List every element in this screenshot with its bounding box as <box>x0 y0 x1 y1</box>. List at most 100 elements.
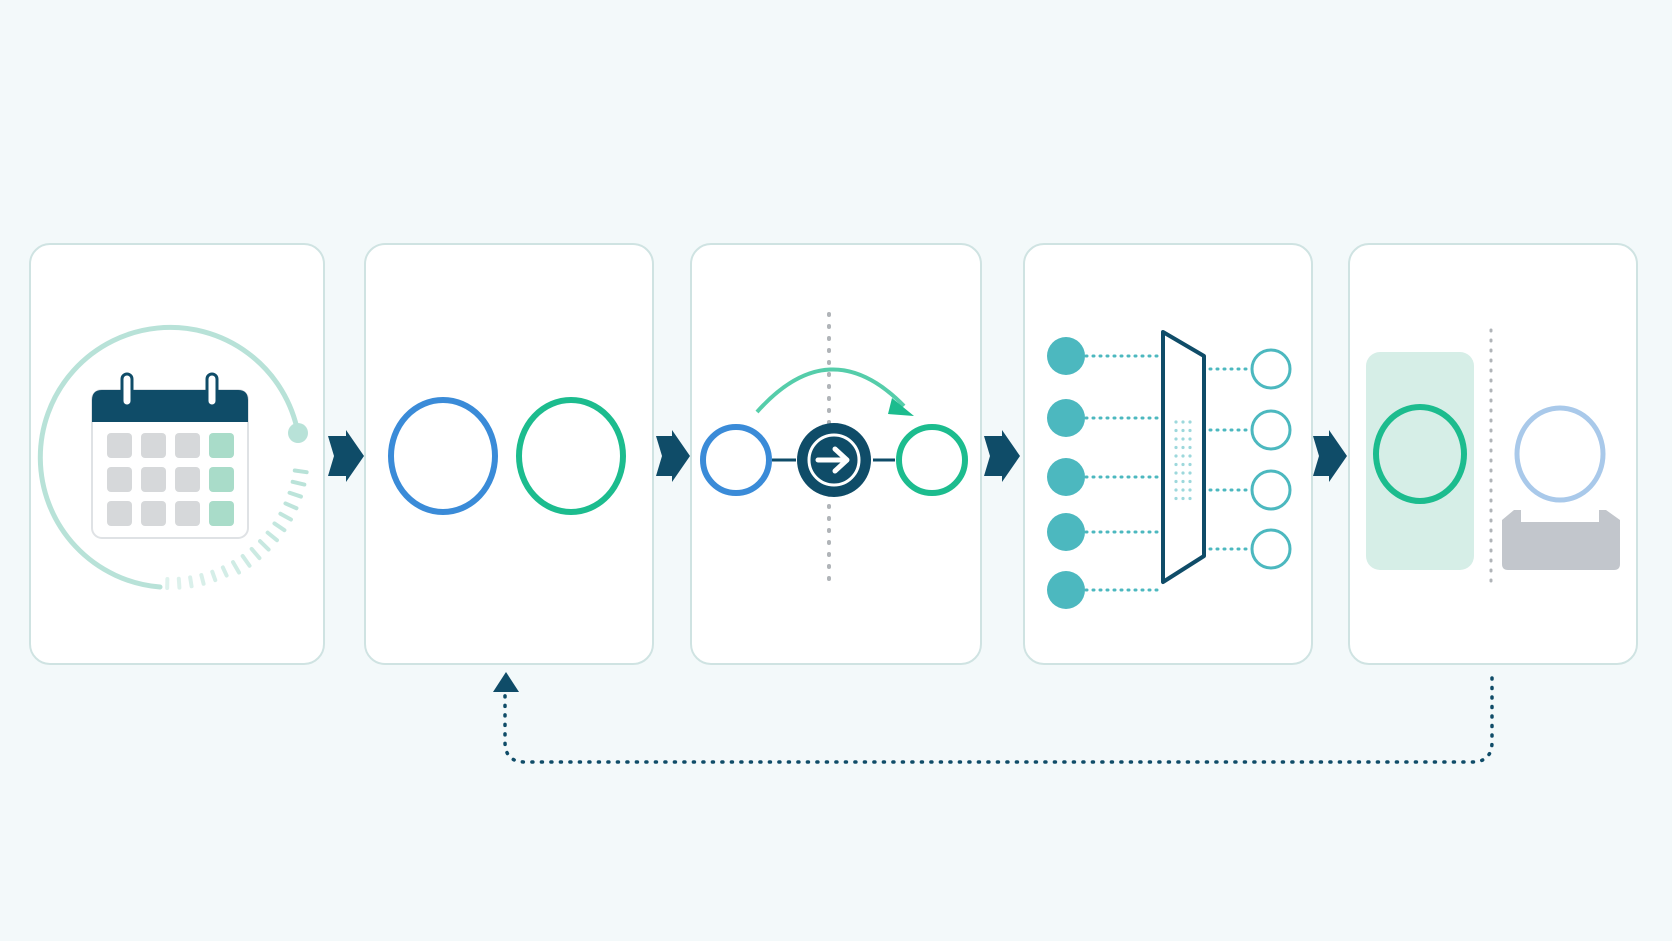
panel-dot-matrix <box>1174 420 1192 501</box>
panel-dot <box>1188 479 1192 484</box>
panel-dot <box>1181 479 1185 484</box>
calendar-day-cell <box>107 433 132 458</box>
curved-transfer-arrow <box>755 367 906 414</box>
output-node <box>1250 528 1292 570</box>
panel-dot <box>1188 454 1192 458</box>
arrow-right-icon <box>656 430 690 482</box>
output-node <box>1250 469 1292 511</box>
calendar-icon <box>91 372 249 539</box>
step-card-schedule <box>29 243 325 665</box>
calendar-cycle-icon <box>37 324 309 590</box>
tray-icon <box>1502 510 1620 570</box>
cycle-tick <box>240 553 252 568</box>
calendar-day-grid <box>107 433 234 526</box>
panel-dot <box>1174 496 1178 501</box>
panel-dot <box>1181 454 1185 458</box>
panel-dot <box>1188 496 1192 501</box>
calendar-day-cell <box>209 501 234 526</box>
panel-dot <box>1181 488 1185 492</box>
panel-dot <box>1181 462 1185 467</box>
cycle-tick <box>199 573 206 586</box>
card-frame <box>364 243 654 665</box>
feedback-loop-path <box>503 676 1494 764</box>
panel-fan-out-icon <box>1047 330 1292 609</box>
cycle-tick <box>258 539 271 552</box>
cycle-arc-end-dot <box>288 423 308 443</box>
cycle-tick <box>278 511 293 522</box>
output-node <box>1250 409 1292 451</box>
arrow-right-icon <box>1313 430 1347 482</box>
split-compare-icon <box>1366 328 1620 590</box>
two-circles-icon <box>388 397 626 515</box>
panel-dot <box>1174 437 1178 441</box>
calendar-day-cell <box>209 467 234 492</box>
panel-dot <box>1174 420 1178 424</box>
circle-transfer-icon <box>700 312 968 592</box>
calendar-day-cell <box>141 501 166 526</box>
panel-dot <box>1188 488 1192 492</box>
output-node <box>1250 348 1292 390</box>
step-card-transfer <box>690 243 982 665</box>
step-card-split <box>1348 243 1638 665</box>
calendar-day-cell <box>175 501 200 526</box>
cycle-tick <box>231 560 241 575</box>
panel-dot <box>1174 462 1178 467</box>
highlight-panel <box>1366 352 1474 570</box>
curved-transfer-arrowhead <box>888 398 914 416</box>
cycle-arc <box>37 324 301 590</box>
calendar-day-cell <box>107 467 132 492</box>
step-card-pair <box>364 243 654 665</box>
panel-dot <box>1188 462 1192 467</box>
panel-dot <box>1174 454 1178 458</box>
cycle-tick <box>210 569 218 583</box>
output-nodes <box>1208 348 1292 570</box>
cycle-tick <box>249 546 262 561</box>
panel-dot <box>1174 471 1178 475</box>
panel-dot <box>1174 428 1178 433</box>
navigate-button-icon <box>797 423 871 497</box>
input-node <box>1047 571 1085 609</box>
cycle-tick <box>287 490 303 499</box>
source-circle <box>700 424 772 496</box>
panel-dot <box>1174 445 1178 450</box>
panel-dot <box>1188 428 1192 433</box>
panel-dot <box>1188 420 1192 424</box>
cycle-tick <box>220 565 229 578</box>
panel-dot <box>1181 437 1185 441</box>
input-nodes <box>1047 337 1160 609</box>
cycle-ticks <box>165 468 309 590</box>
input-node <box>1047 458 1085 496</box>
cycle-tick <box>272 521 287 533</box>
panel-dot <box>1188 471 1192 475</box>
feedback-loop <box>493 672 1494 764</box>
target-circle <box>896 424 968 496</box>
input-node <box>1047 399 1085 437</box>
panel-dot <box>1188 437 1192 441</box>
input-node <box>1047 337 1085 375</box>
cycle-tick <box>283 501 299 511</box>
step-card-fan-out <box>1023 243 1313 665</box>
panel-dot <box>1181 420 1185 424</box>
cycle-tick <box>290 479 307 487</box>
blue-circle <box>388 397 498 515</box>
arrow-right-icon <box>984 430 1020 482</box>
calendar-day-cell <box>141 433 166 458</box>
cycle-tick <box>292 468 309 475</box>
panel-dot <box>1181 496 1185 501</box>
cycle-tick <box>176 576 182 590</box>
calendar-day-cell <box>175 467 200 492</box>
calendar-day-cell <box>107 501 132 526</box>
arrow-up-icon <box>493 672 519 692</box>
green-circle <box>516 397 626 515</box>
panel-dot <box>1174 488 1178 492</box>
input-node <box>1047 513 1085 551</box>
panel-dot <box>1174 479 1178 484</box>
calendar-day-cell <box>209 433 234 458</box>
arrow-right-icon <box>328 430 364 482</box>
selected-circle <box>1373 404 1467 504</box>
panel-dot <box>1181 428 1185 433</box>
panel-dot <box>1181 471 1185 475</box>
panel-dot <box>1188 445 1192 450</box>
calendar-day-cell <box>175 433 200 458</box>
